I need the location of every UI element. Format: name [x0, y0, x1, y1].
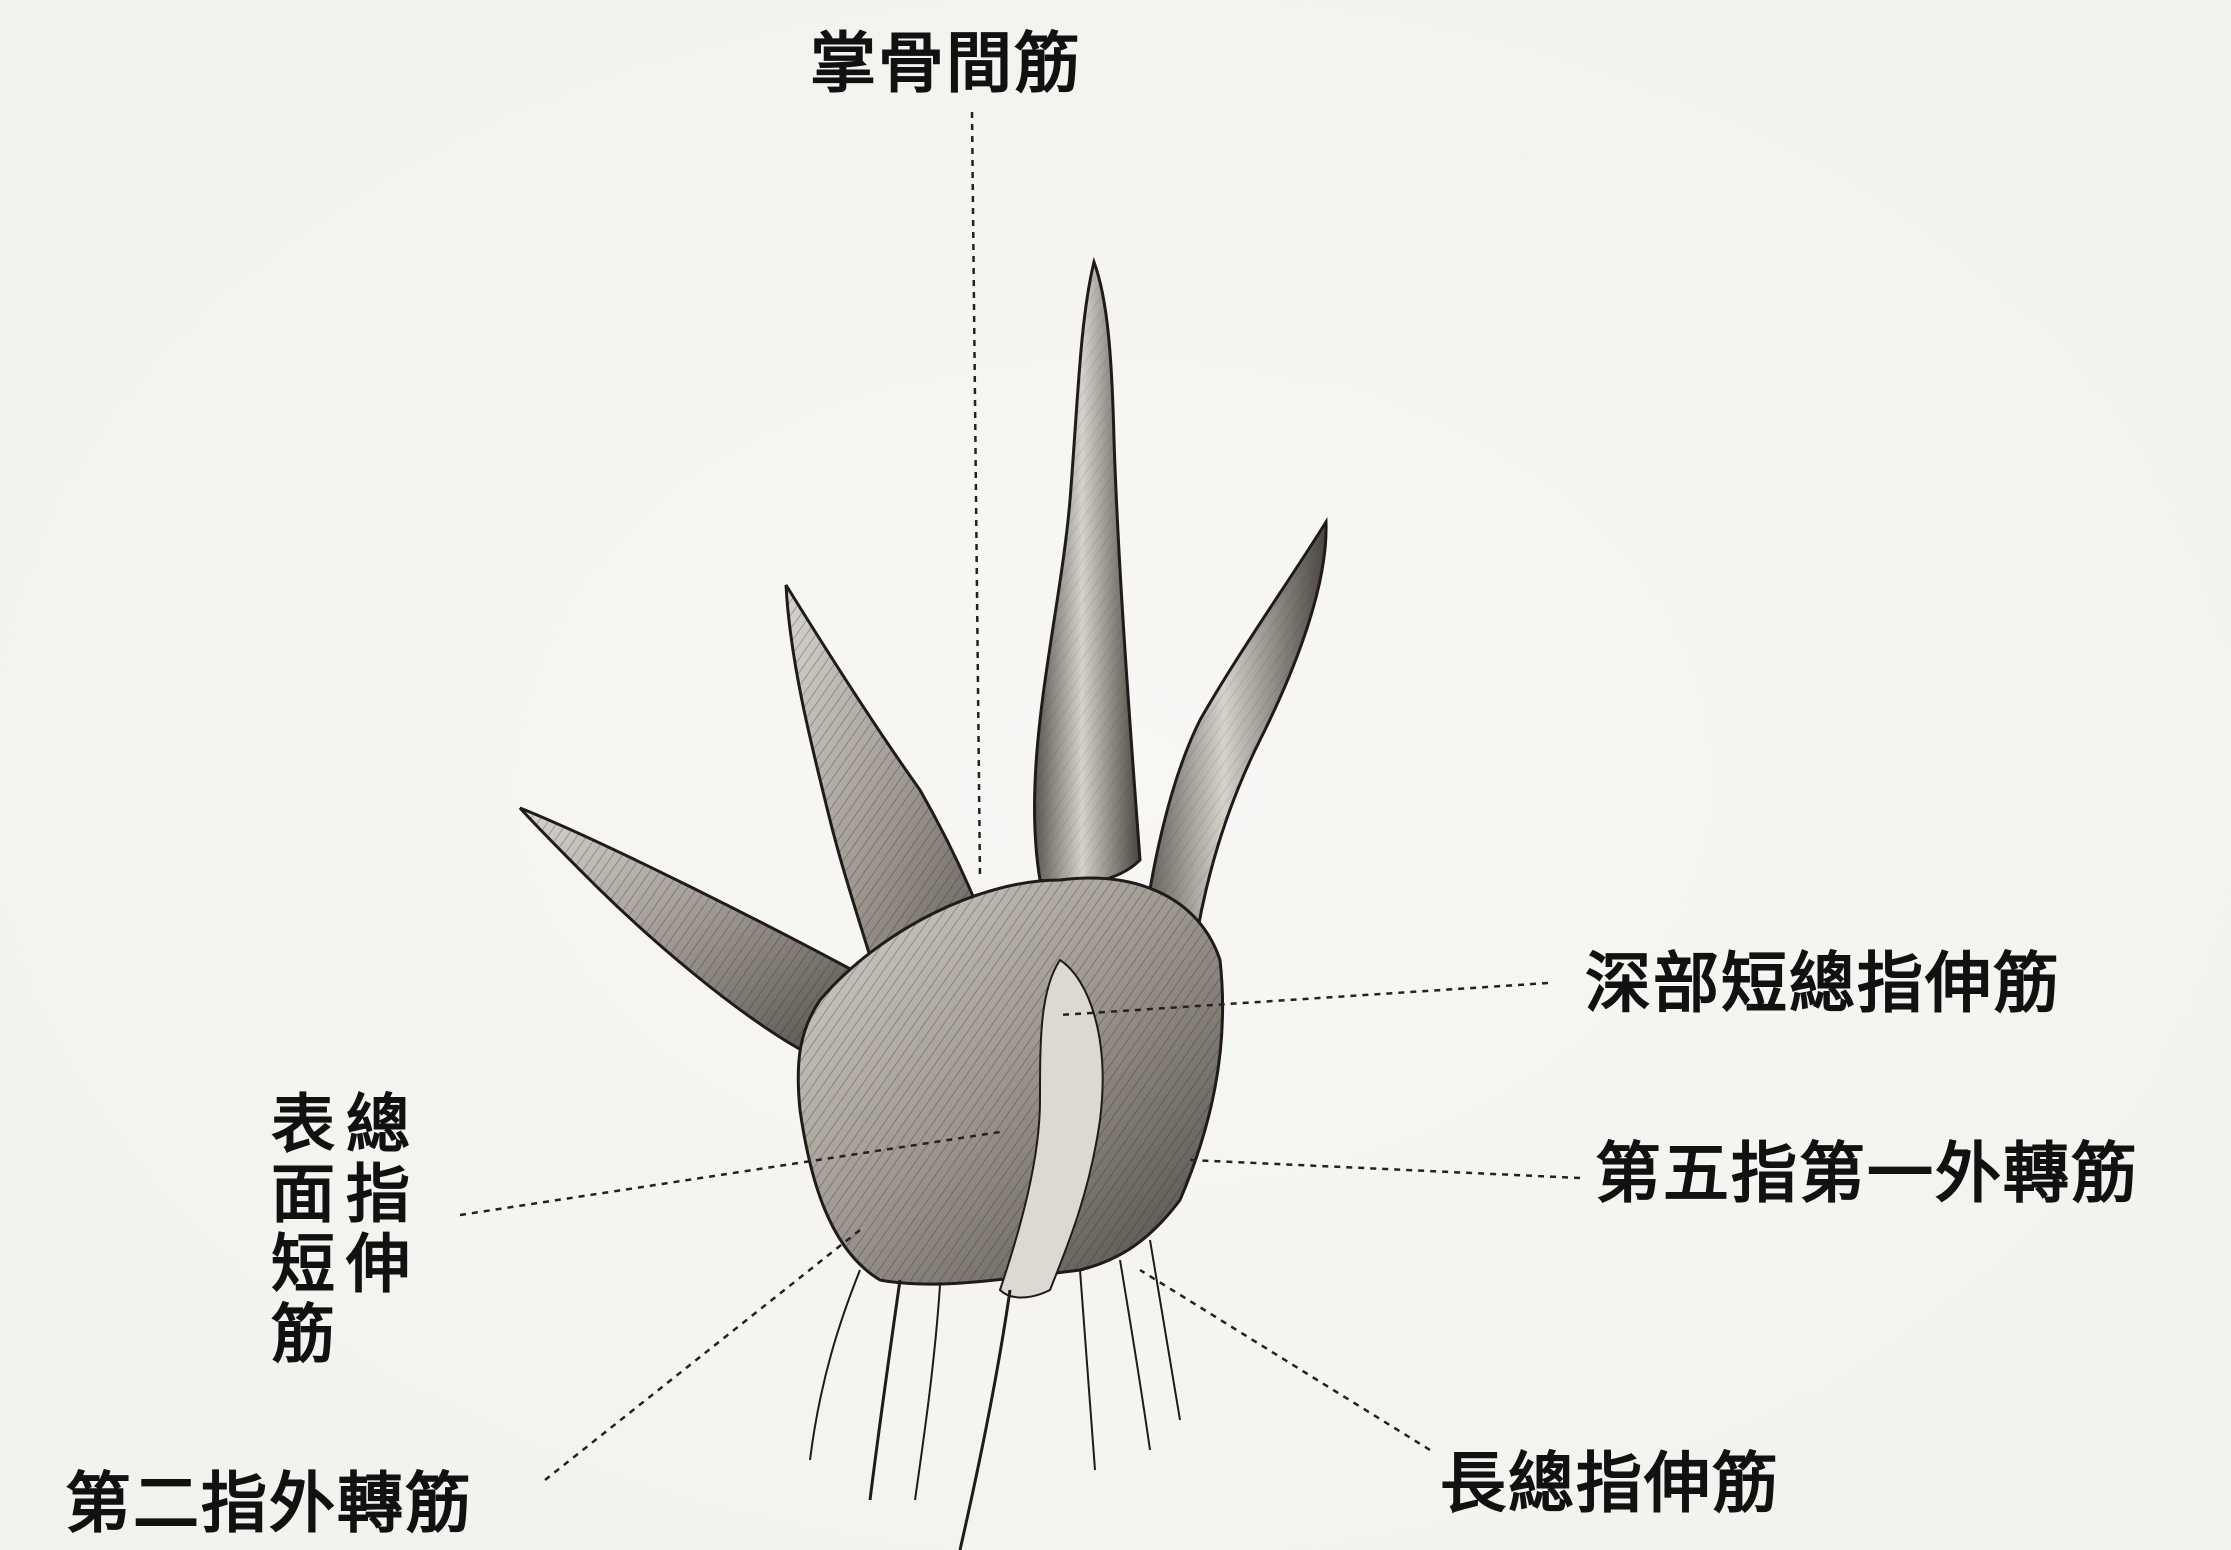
leader-line-right-lower	[1140, 1270, 1430, 1450]
leader-line-top	[972, 112, 980, 880]
label-superficial-short-extensor-col2: 表面短筋	[265, 1090, 329, 1370]
label-superficial-short-extensor-col1: 總指伸	[340, 1090, 404, 1300]
label-deep-short-extensor: 深部短總指伸筋	[1585, 950, 2061, 1016]
label-interosseous: 掌骨間筋	[810, 30, 1082, 96]
label-long-common-extensor: 長總指伸筋	[1440, 1450, 1780, 1516]
label-second-digit-abductor: 第二指外轉筋	[65, 1470, 473, 1536]
label-fifth-digit-abductor: 第五指第一外轉筋	[1595, 1140, 2139, 1206]
leader-line-right-middle	[1190, 1160, 1580, 1178]
palm-muscle-mass	[798, 878, 1222, 1550]
